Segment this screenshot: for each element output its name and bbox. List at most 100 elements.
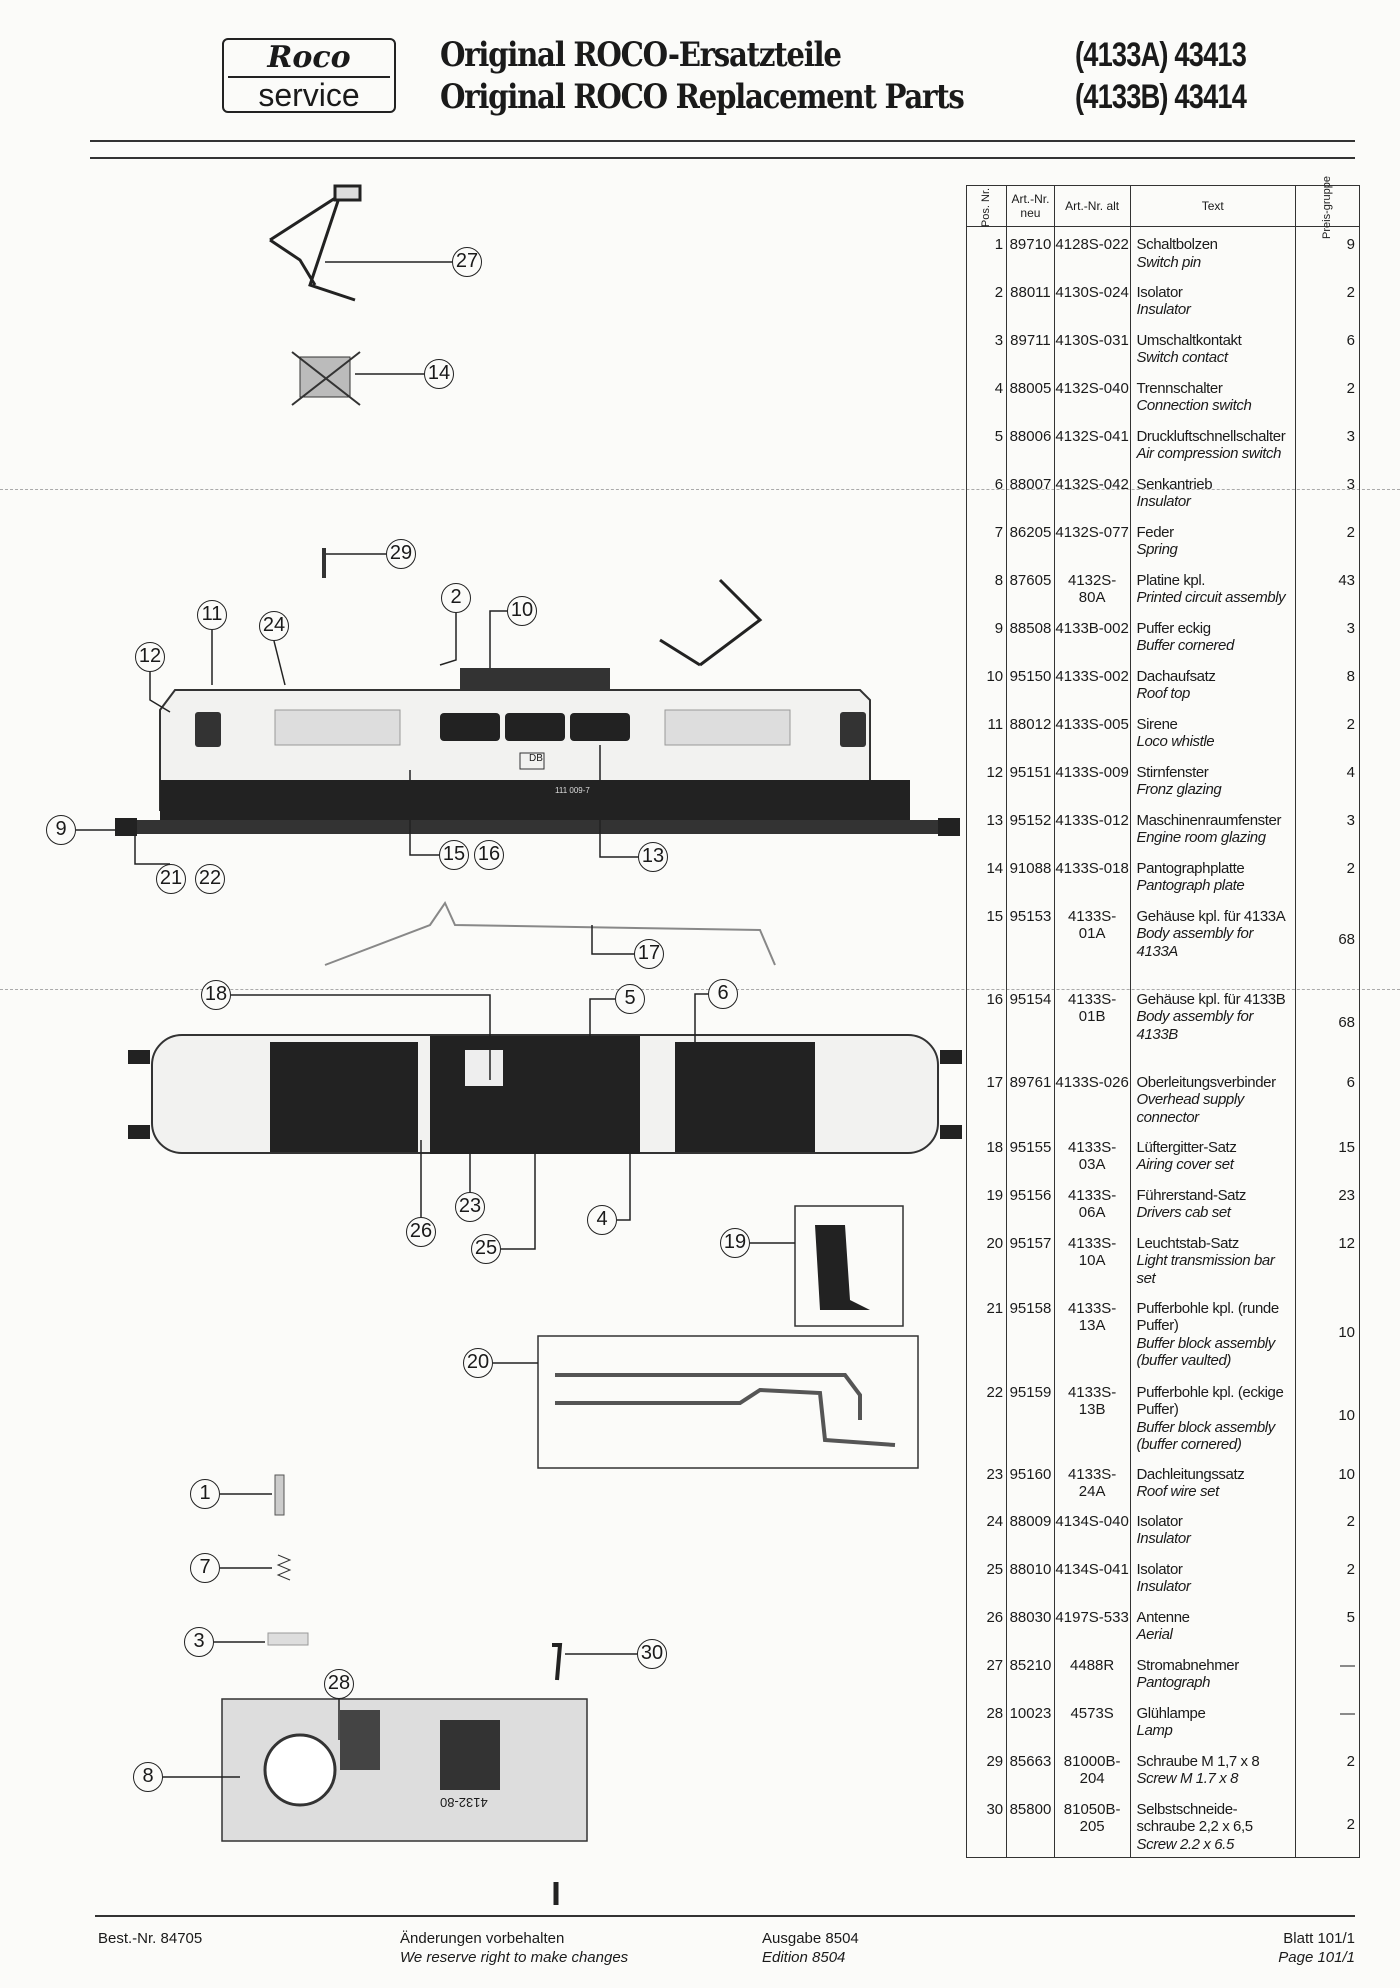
pcb-marking: 4132-80 xyxy=(440,1795,488,1810)
art-alt-cell: 4133S-01B xyxy=(1053,981,1131,1065)
art-neu-cell: 88508 xyxy=(1006,610,1055,659)
callout-29: 29 xyxy=(386,539,416,569)
header-text: Text xyxy=(1129,185,1296,227)
art-neu-cell: 88010 xyxy=(1006,1551,1055,1600)
text-german: Dachleitungssatz xyxy=(1136,1465,1245,1483)
pos-cell: 24 xyxy=(965,1503,1008,1552)
locomotive-side-view xyxy=(115,578,960,836)
screw-30 xyxy=(552,1643,563,1681)
text-english: Body assembly for 4133A xyxy=(1136,925,1254,960)
text-english: Overhead supply connector xyxy=(1136,1091,1245,1126)
art-neu-cell: 85663 xyxy=(1006,1743,1055,1792)
pos-cell: 30 xyxy=(965,1791,1008,1858)
art-neu-cell: 88011 xyxy=(1006,274,1055,323)
art-neu-cell: 89711 xyxy=(1006,322,1055,371)
price-group-cell: 9 xyxy=(1294,226,1361,275)
text-german: Stromabnehmer xyxy=(1136,1656,1240,1674)
pos-cell: 29 xyxy=(965,1743,1008,1792)
art-alt-cell: 4133S-03A xyxy=(1053,1129,1131,1178)
text-german: Platine kpl. xyxy=(1136,571,1206,589)
price-group-cell: 10 xyxy=(1294,1374,1361,1457)
art-neu-cell: 88012 xyxy=(1006,706,1055,755)
switch-contact-3 xyxy=(267,1632,309,1646)
art-alt-cell: 4132S-041 xyxy=(1053,418,1131,467)
text-english: Buffer block assembly (buffer vaulted) xyxy=(1136,1334,1276,1370)
pos-cell: 26 xyxy=(965,1599,1008,1648)
text-english: Fronz glazing xyxy=(1136,781,1222,798)
art-neu-cell: 95159 xyxy=(1006,1374,1055,1457)
leader-lines xyxy=(76,261,795,1778)
text-english: Insulator xyxy=(1136,1530,1191,1547)
callout-28: 28 xyxy=(324,1669,354,1699)
callout-21: 21 xyxy=(156,864,186,894)
art-alt-cell: 4133S-10A xyxy=(1053,1225,1131,1291)
order-number: Best.-Nr. 84705 xyxy=(98,1930,203,1947)
pos-cell: 20 xyxy=(965,1225,1008,1291)
price-group-cell: 2 xyxy=(1294,706,1361,755)
art-alt-cell: 4130S-024 xyxy=(1053,274,1131,323)
art-neu-cell: 89710 xyxy=(1006,226,1055,275)
text-english: Light transmission bar set xyxy=(1136,1252,1275,1287)
callout-20: 20 xyxy=(463,1348,493,1378)
text-german: Leuchtstab-Satz xyxy=(1136,1234,1240,1252)
text-english: Lamp xyxy=(1136,1722,1173,1739)
header-divider-2 xyxy=(90,157,1355,159)
art-neu-cell: 95150 xyxy=(1006,658,1055,707)
text-english: Engine room glazing xyxy=(1136,829,1267,846)
text-english: Switch contact xyxy=(1136,349,1229,366)
callout-8: 8 xyxy=(133,1762,163,1792)
text-german: Gehäuse kpl. für 4133A xyxy=(1136,907,1286,925)
text-german: Feder xyxy=(1136,523,1175,541)
art-neu-cell: 88030 xyxy=(1006,1599,1055,1648)
text-cell: Pufferbohle kpl. (eckige Puffer)Buffer b… xyxy=(1129,1374,1296,1457)
text-german: Schraube M 1,7 x 8 xyxy=(1136,1752,1260,1770)
roco-service-logo: Roco service xyxy=(222,38,396,113)
callout-13: 13 xyxy=(638,842,668,872)
callout-14: 14 xyxy=(424,359,454,389)
pos-cell: 22 xyxy=(965,1374,1008,1457)
callout-11: 11 xyxy=(197,600,227,630)
price-group-cell: 3 xyxy=(1294,610,1361,659)
price-group-cell: 3 xyxy=(1294,418,1361,467)
fold-line xyxy=(0,489,1400,490)
art-alt-cell: 4132S-040 xyxy=(1053,370,1131,419)
text-english: Switch pin xyxy=(1136,253,1202,271)
pos-cell: 11 xyxy=(965,706,1008,755)
text-german: Gehäuse kpl. für 4133B xyxy=(1136,990,1286,1008)
text-german: Pantographplatte xyxy=(1136,859,1245,877)
callout-25: 25 xyxy=(471,1234,501,1264)
text-german: Pufferbohle kpl. (runde Puffer) xyxy=(1136,1299,1280,1335)
art-neu-cell: 95160 xyxy=(1006,1456,1055,1504)
text-german: Druckluftschnellschalter xyxy=(1136,427,1286,445)
pos-cell: 3 xyxy=(965,322,1008,371)
price-group-cell: 12 xyxy=(1294,1225,1361,1291)
callout-23: 23 xyxy=(455,1192,485,1222)
price-group-cell: 8 xyxy=(1294,658,1361,707)
pos-cell: 5 xyxy=(965,418,1008,467)
art-neu-cell: 85800 xyxy=(1006,1791,1055,1858)
text-german: Isolator xyxy=(1136,283,1183,301)
price-group-cell: 2 xyxy=(1294,1503,1361,1552)
text-english: Buffer cornered xyxy=(1136,637,1235,654)
art-alt-cell: 4197S-533 xyxy=(1053,1599,1131,1648)
